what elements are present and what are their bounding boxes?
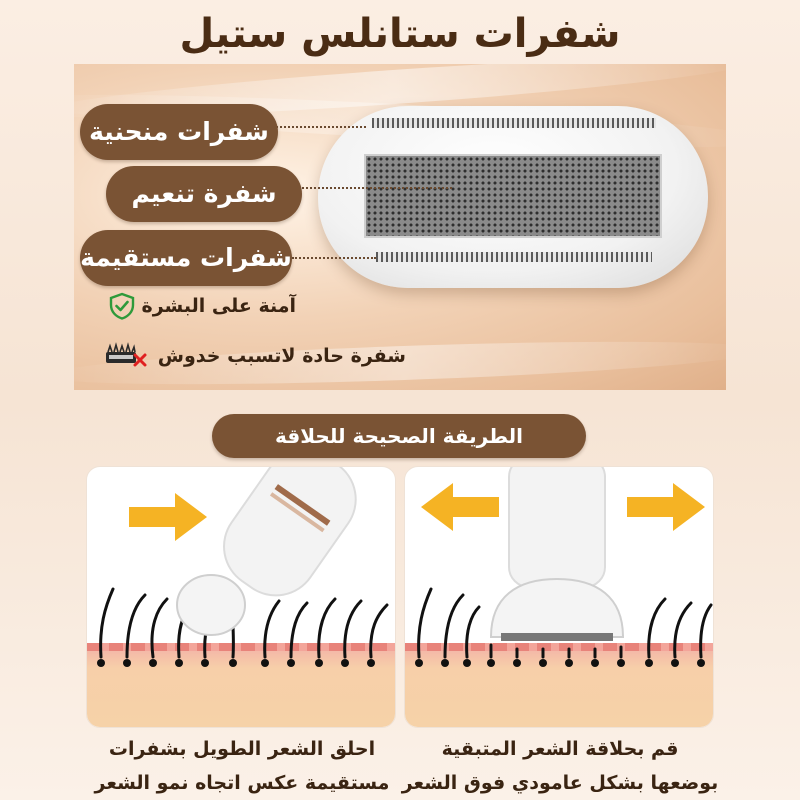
note-no-scratches: شفرة حادة لاتسبب خدوش [157,345,406,367]
caption-left: احلق الشعر الطويل بشفرات مستقيمة عكس اتج… [72,732,412,800]
arrow-right-icon [627,483,705,531]
section-banner: الطريقة الصحيحة للحلاقة [212,414,586,458]
label-straight-blades: شفرات مستقيمة [80,230,292,286]
skin-layer [405,651,713,727]
caption-left-line1: احلق الشعر الطويل بشفرات [108,738,376,760]
shaver-head-image [318,106,708,288]
caption-right-line2: بوضعها بشكل عامودي فوق الشعر [401,772,719,794]
label-smoothing-blade: شفرة تنعيم [106,166,302,222]
caption-right: قم بحلاقة الشعر المتبقية بوضعها بشكل عام… [390,732,730,800]
caption-left-line2: مستقيمة عكس اتجاه نمو الشعر [94,772,390,794]
label-curved-blades: شفرات منحنية [80,104,278,160]
curved-blade-comb [372,118,656,128]
leader-line [302,187,452,189]
caption-right-line1: قم بحلاقة الشعر المتبقية [441,738,679,760]
razor-icon [106,342,136,363]
leader-line [276,126,366,128]
panel-remaining-hair [404,466,714,728]
hair-illustration [97,467,389,667]
hair-illustration [415,467,713,667]
arrow-icon [129,493,207,541]
cross-icon [133,353,147,367]
arrow-left-icon [421,483,499,531]
straight-blade-comb [376,252,652,262]
leader-line [292,257,376,259]
note-skin-safe: آمنة على البشرة [141,295,296,317]
foil-smoothing-blade [364,154,662,238]
shield-check-icon [109,292,135,320]
panel-long-hair [86,466,396,728]
tilted-shaver [223,467,357,597]
vertical-shaver [489,467,625,641]
page-title: شفرات ستانلس ستيل [179,11,621,57]
